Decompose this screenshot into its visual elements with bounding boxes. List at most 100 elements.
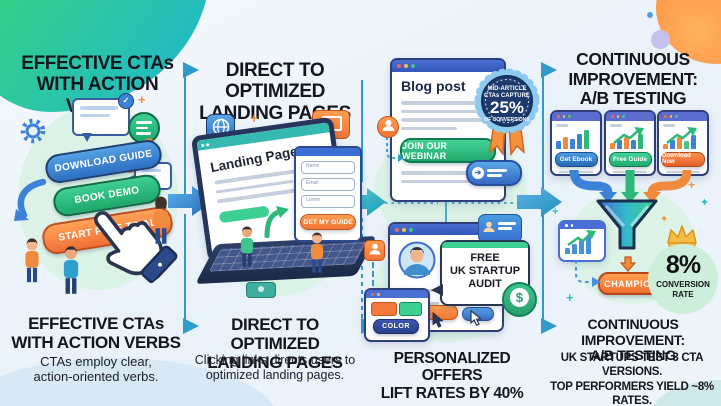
window-dot <box>371 292 374 296</box>
blog-line <box>401 118 487 122</box>
window-dot <box>200 143 205 147</box>
col4-bottom-text: UK STARTUPS TEST 3 CTA VERSIONS. TOP PER… <box>550 352 714 406</box>
person-figure <box>310 232 324 273</box>
swatch-green[interactable] <box>399 302 422 316</box>
keyboard-keys <box>208 241 367 272</box>
window-dot <box>205 142 210 147</box>
form-field-extra[interactable]: Lorem <box>301 195 355 208</box>
sparkle-star: ✦ <box>660 214 669 225</box>
window-dot <box>611 115 614 118</box>
offer-button-blue[interactable] <box>462 307 494 321</box>
badge-value: 25% <box>490 98 524 117</box>
get-my-guide-button[interactable]: GET MY GUIDE <box>300 214 356 230</box>
mini-bar-chart <box>663 126 703 149</box>
window-dot <box>675 115 678 118</box>
bubble-tail <box>431 284 443 296</box>
check-badge-icon: ✓ <box>118 93 134 109</box>
bubble-tail <box>82 133 92 142</box>
conversion-result-circle: 8% CONVERSION RATE <box>648 244 718 314</box>
bubble-line <box>498 222 516 225</box>
person-figure <box>240 226 254 267</box>
bubble-line <box>136 121 152 124</box>
window-dot <box>622 115 625 118</box>
blog-line <box>401 109 483 113</box>
funnel-icon <box>596 199 658 250</box>
dashed-vertical <box>372 262 374 286</box>
arrow-circle-icon: ➔ <box>472 167 484 179</box>
window-bar <box>366 290 428 298</box>
sparkle-plus: + <box>566 290 574 305</box>
window-dot-red <box>395 227 399 232</box>
chart-bar <box>565 248 570 254</box>
chart-bar <box>663 143 668 149</box>
chart-bar <box>570 138 575 149</box>
signal-tile-icon <box>246 282 276 298</box>
join-webinar-button[interactable]: JOIN OUR WEBINAR <box>400 138 496 163</box>
blog-line <box>401 126 457 130</box>
avatar <box>398 241 436 279</box>
get-ebook-button[interactable]: Get Ebook <box>554 151 598 167</box>
col1-bottom-text: CTAs employ clear, action-oriented verbs… <box>33 354 159 385</box>
cursor-pointer-icon <box>432 312 444 328</box>
ab-card-variant-b: Free Guide <box>604 110 656 176</box>
window-bar <box>606 112 654 121</box>
form-field-name[interactable]: Name <box>301 161 355 174</box>
pill-line <box>487 169 507 172</box>
swatch-orange[interactable] <box>371 302 397 316</box>
form-header <box>296 148 360 156</box>
share-pill-icon[interactable]: ➔ <box>466 160 522 186</box>
user-pin-icon <box>364 240 385 261</box>
cursor-pointer-icon <box>470 310 482 326</box>
bubble-line <box>136 126 148 129</box>
browser-bar <box>390 224 502 235</box>
window-bar <box>560 222 604 229</box>
sparkle-plus: + <box>552 206 559 218</box>
window-dot <box>568 115 571 118</box>
chart-bar <box>610 142 615 149</box>
window-dot <box>557 115 560 118</box>
window-dot-green <box>409 227 413 232</box>
col2-bottom-heading: DIRECT TO OPTIMIZED LANDING PAGES <box>207 315 343 373</box>
chart-bar <box>631 139 636 149</box>
signup-form-panel: Name Email Lorem GET MY GUIDE <box>294 146 362 242</box>
mini-bar-chart <box>610 126 650 149</box>
window-dot <box>562 115 565 118</box>
chart-bar <box>579 240 584 254</box>
color-picker-window: COLOR <box>364 288 430 342</box>
dashed-elbow-connector <box>386 137 404 162</box>
col3-bottom-heading: PERSONALIZED OFFERS LIFT RATES BY 40% <box>380 350 524 402</box>
dashed-arrow-to-champion <box>575 260 601 287</box>
pill-line <box>487 174 502 177</box>
sparkle-plus: + <box>688 178 696 192</box>
chart-bar <box>577 133 582 149</box>
window-dot <box>377 292 380 296</box>
trend-arrow-icon <box>666 126 697 144</box>
window-dot <box>664 115 667 118</box>
window-dot-green <box>411 64 415 68</box>
deco-circle-lavender <box>651 30 670 49</box>
curved-arrow-blue-icon <box>14 178 47 221</box>
free-guide-button[interactable]: Free Guide <box>608 151 652 167</box>
bubble-line <box>136 132 151 135</box>
chart-bar <box>638 133 643 149</box>
download-now-button[interactable]: Download Now <box>661 151 705 167</box>
sparkle-plus: + <box>250 110 259 126</box>
chart-bar <box>586 236 591 254</box>
chart-bar <box>624 136 629 149</box>
trend-arrow-icon <box>567 230 596 247</box>
deco-dot-blue <box>647 12 653 18</box>
window-dot-red <box>397 64 401 68</box>
form-field-email[interactable]: Email <box>301 178 355 191</box>
browser-bar <box>392 60 504 72</box>
ab-card-variant-a: Get Ebook <box>550 110 602 176</box>
trend-arrow-icon <box>613 126 644 144</box>
blog-title: Blog post <box>401 78 466 94</box>
result-value: 8% <box>665 251 701 279</box>
chart-bar <box>684 140 689 149</box>
offer-bubble-text: FREE UK STARTUP AUDIT <box>449 252 521 290</box>
mini-bar-chart <box>556 129 596 149</box>
window-dot-yellow <box>402 227 406 232</box>
down-arrow-orange-icon <box>620 256 636 272</box>
chat-bubble-blue-icon <box>478 214 522 249</box>
